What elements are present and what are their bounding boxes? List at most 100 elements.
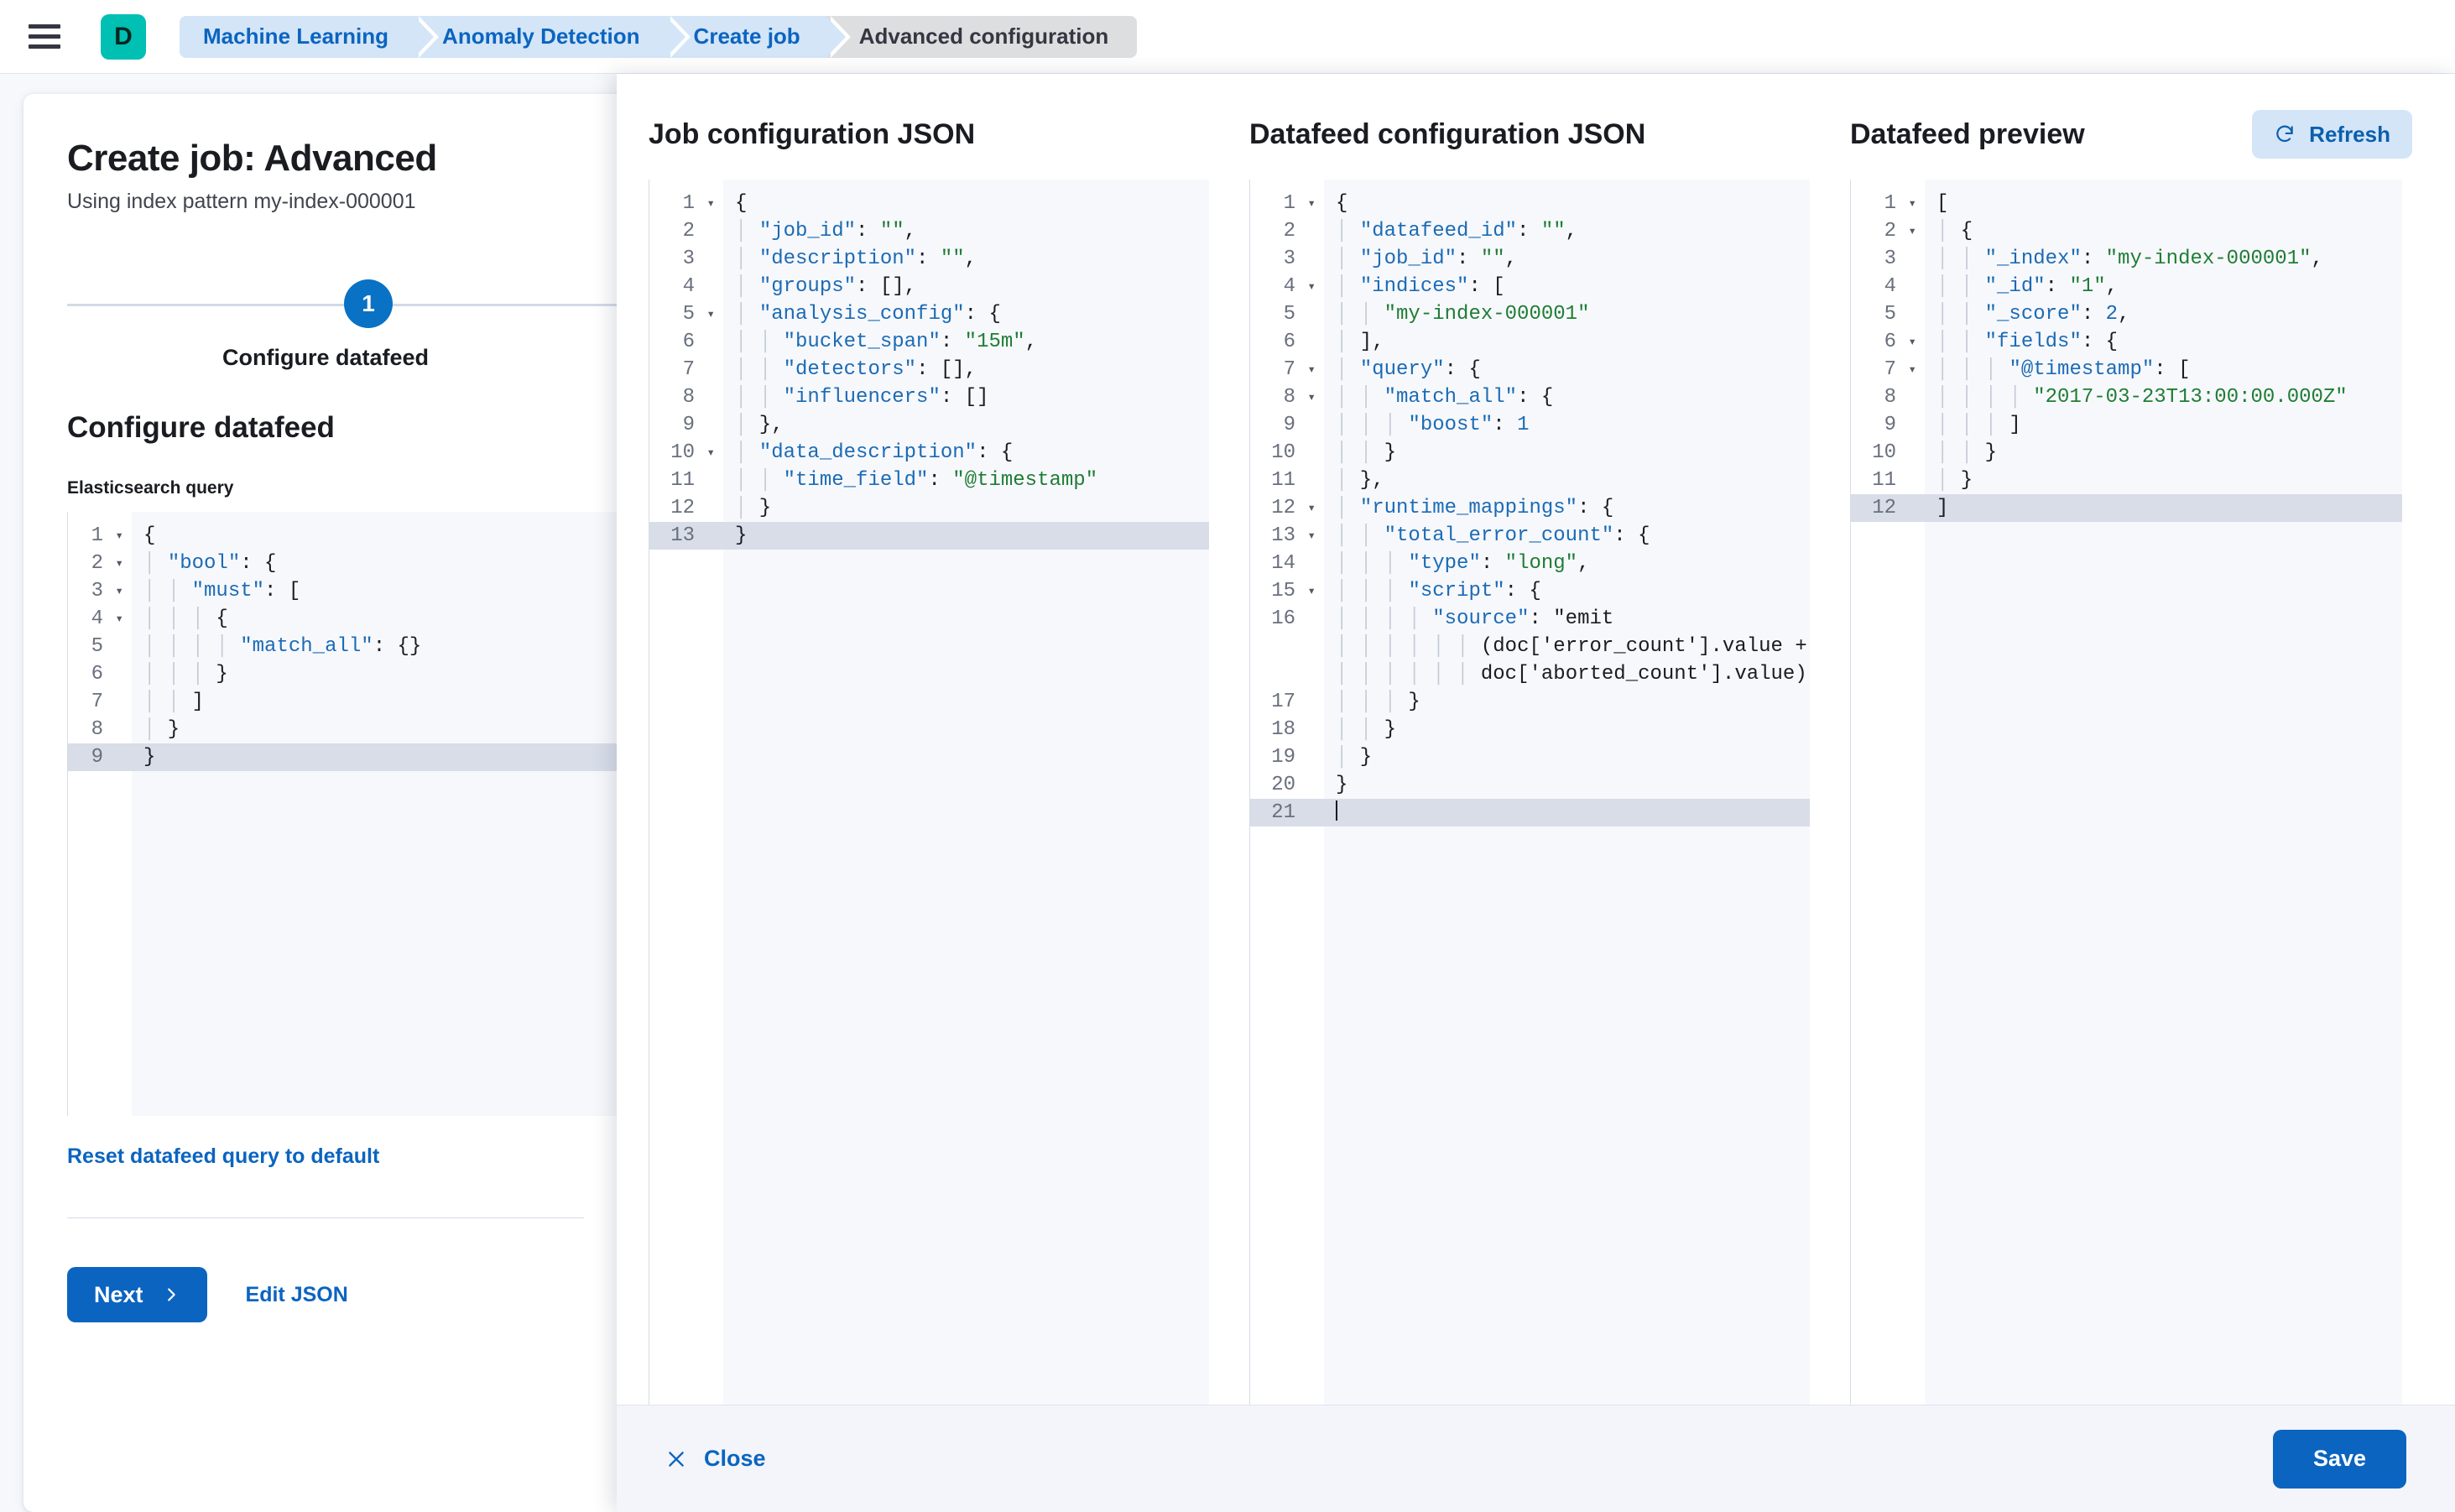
fold-toggle-icon[interactable]: ▾ xyxy=(1908,334,1916,350)
editor-code-line: │ "data_description": { xyxy=(735,441,1014,464)
editor-code-line: │ │ "_id": "1", xyxy=(1936,275,2119,298)
editor-code-line: │ │ "my-index-000001" xyxy=(1336,303,1590,326)
editor-code-area[interactable]: {│ "bool": {│ │ "must": [│ │ │ {│ │ │ │ … xyxy=(132,512,628,1116)
fold-toggle-icon[interactable]: ▾ xyxy=(706,306,715,322)
space-avatar[interactable]: D xyxy=(101,13,146,60)
editor-code-line: │ │ │ { xyxy=(143,607,228,630)
fold-toggle-icon[interactable]: ▾ xyxy=(115,555,123,571)
next-button[interactable]: Next xyxy=(67,1267,207,1322)
editor-line-number: 6▾ xyxy=(1283,331,1295,353)
editor-line-number: 9▾ xyxy=(682,414,695,436)
fold-toggle-icon[interactable]: ▾ xyxy=(115,528,123,544)
editor-line-number: 15▾ xyxy=(1271,580,1316,602)
editor-code-line: │ │ │ │ "match_all": {} xyxy=(143,635,422,658)
editor-line-number: 12▾ xyxy=(1851,494,1925,522)
editor-line-number: 10▾ xyxy=(1872,441,1896,464)
datafeed-preview-title: Datafeed preview xyxy=(1850,117,2085,150)
editor-line-number: 3▾ xyxy=(91,580,123,602)
editor-code-line: │ { xyxy=(1936,220,1973,242)
editor-code-line: │ │ "_index": "my-index-000001", xyxy=(1936,248,2323,270)
job-configuration-title: Job configuration JSON xyxy=(649,117,976,150)
editor-line-number: 4▾ xyxy=(1884,275,1896,298)
editor-line-number: 7▾ xyxy=(91,691,103,713)
hamburger-menu-icon[interactable] xyxy=(29,18,65,55)
editor-code-line: │ "job_id": "", xyxy=(1336,248,1518,270)
editor-code-line: │ }, xyxy=(735,414,784,436)
editor-code-line: │ "description": "", xyxy=(735,248,977,270)
editor-line-number: 11▾ xyxy=(670,469,695,492)
editor-code-line: │ │ │ │ "source": "emit│ │ │ │ │ │ (doc[… xyxy=(1336,607,1810,686)
editor-line-number-continuation xyxy=(1250,660,1324,688)
editor-code-line: │ "job_id": "", xyxy=(735,220,917,242)
editor-line-number: 9▾ xyxy=(68,743,132,771)
fold-toggle-icon[interactable]: ▾ xyxy=(1307,500,1316,516)
editor-line-number: 2▾ xyxy=(1283,220,1295,242)
editor-code-line: [ xyxy=(1936,192,1949,215)
page-subtitle: Using index pattern my-index-000001 xyxy=(67,190,416,213)
datafeed-configuration-editor[interactable]: 1▾2▾3▾4▾5▾6▾7▾8▾9▾10▾11▾12▾13▾14▾15▾16▾ … xyxy=(1249,180,1810,1405)
job-configuration-column: Job configuration JSON 1▾2▾3▾4▾5▾6▾7▾8▾9… xyxy=(649,107,1249,1405)
editor-line-number: 10▾ xyxy=(670,441,715,464)
fold-toggle-icon[interactable]: ▾ xyxy=(706,445,715,461)
elasticsearch-query-editor[interactable]: 1▾2▾3▾4▾5▾6▾7▾8▾9▾ {│ "bool": {│ │ "must… xyxy=(67,512,628,1116)
refresh-button-label: Refresh xyxy=(2309,121,2390,147)
advanced-configuration-flyout: Job configuration JSON 1▾2▾3▾4▾5▾6▾7▾8▾9… xyxy=(617,74,2455,1512)
fold-toggle-icon[interactable]: ▾ xyxy=(706,196,715,211)
fold-toggle-icon[interactable]: ▾ xyxy=(1307,362,1316,378)
fold-toggle-icon[interactable]: ▾ xyxy=(1307,196,1316,211)
editor-line-number: 1▾ xyxy=(1283,192,1316,215)
editor-code-line: { xyxy=(143,524,156,547)
x-icon xyxy=(665,1448,687,1470)
editor-code-line: │ │ │ "boost": 1 xyxy=(1336,414,1530,436)
editor-code-area[interactable]: [ │ { │ │ "_index": "my-index-000001", │ │ … xyxy=(1925,180,2402,1405)
editor-code-line: │ │ "match_all": { xyxy=(1336,386,1554,409)
stepper-step-1-label: Configure datafeed xyxy=(222,345,430,370)
fold-toggle-icon[interactable]: ▾ xyxy=(1307,279,1316,295)
close-button-label: Close xyxy=(704,1446,766,1471)
editor-code-line: │ } xyxy=(143,718,180,741)
editor-code-area[interactable]: { │ "job_id": "", │ "description": "", │ "g… xyxy=(723,180,1209,1405)
editor-line-number: 4▾ xyxy=(91,607,123,630)
hamburger-bar xyxy=(29,34,60,39)
refresh-button[interactable]: Refresh xyxy=(2252,110,2412,159)
reset-datafeed-query-link[interactable]: Reset datafeed query to default xyxy=(67,1144,380,1168)
editor-line-number: 21▾ xyxy=(1250,799,1324,826)
editor-code-line: │ │ │ } xyxy=(1336,691,1420,713)
refresh-icon xyxy=(2274,123,2296,145)
datafeed-configuration-column: Datafeed configuration JSON 1▾2▾3▾4▾5▾6▾… xyxy=(1249,107,1850,1405)
save-button[interactable]: Save xyxy=(2272,1429,2406,1489)
editor-code-line: │ "groups": [], xyxy=(735,275,917,298)
fold-toggle-icon[interactable]: ▾ xyxy=(1908,223,1916,239)
editor-code-line: { xyxy=(735,192,748,215)
editor-code-line: │ "analysis_config": { xyxy=(735,303,1001,326)
editor-code-line: │ │ │ "type": "long", xyxy=(1336,552,1590,575)
stepper-step-1[interactable]: 1 xyxy=(344,279,393,328)
fold-toggle-icon[interactable]: ▾ xyxy=(1307,389,1316,405)
editor-line-number: 16▾ xyxy=(1271,607,1295,630)
breadcrumb-item-1[interactable]: Machine Learning xyxy=(180,15,440,58)
chevron-right-icon xyxy=(162,1285,180,1304)
breadcrumb-item-2[interactable]: Anomaly Detection xyxy=(414,15,690,58)
editor-line-number: 9▾ xyxy=(1884,414,1896,436)
editor-code-line: } xyxy=(132,743,628,771)
edit-json-link[interactable]: Edit JSON xyxy=(245,1282,348,1306)
fold-toggle-icon[interactable]: ▾ xyxy=(115,611,123,627)
editor-line-number: 9▾ xyxy=(1283,414,1295,436)
datafeed-preview-editor[interactable]: 1▾2▾3▾4▾5▾6▾7▾8▾9▾10▾11▾12▾ [│ {│ │ "_in… xyxy=(1850,180,2402,1405)
job-configuration-editor[interactable]: 1▾2▾3▾4▾5▾6▾7▾8▾9▾10▾11▾12▾13▾ {│ "job_i… xyxy=(649,180,1209,1405)
fold-toggle-icon[interactable]: ▾ xyxy=(1307,528,1316,544)
breadcrumb-item-3[interactable]: Create job xyxy=(665,15,851,58)
fold-toggle-icon[interactable]: ▾ xyxy=(1908,196,1916,211)
fold-toggle-icon[interactable]: ▾ xyxy=(1307,583,1316,599)
page-title: Create job: Advanced xyxy=(67,138,437,179)
fold-toggle-icon[interactable]: ▾ xyxy=(1908,362,1916,378)
editor-line-number: 1▾ xyxy=(91,524,123,547)
editor-code-area[interactable]: {│ "datafeed_id": "",│ "job_id": "",│ "i… xyxy=(1324,180,1810,1405)
fold-toggle-icon[interactable]: ▾ xyxy=(115,583,123,599)
editor-code-line: │ │ } xyxy=(1336,718,1397,741)
editor-line-number: 5▾ xyxy=(1884,303,1896,326)
close-button[interactable]: Close xyxy=(665,1446,766,1472)
datafeed-configuration-title: Datafeed configuration JSON xyxy=(1249,117,1646,150)
editor-line-number: 5▾ xyxy=(91,635,103,658)
next-button-label: Next xyxy=(94,1281,143,1307)
